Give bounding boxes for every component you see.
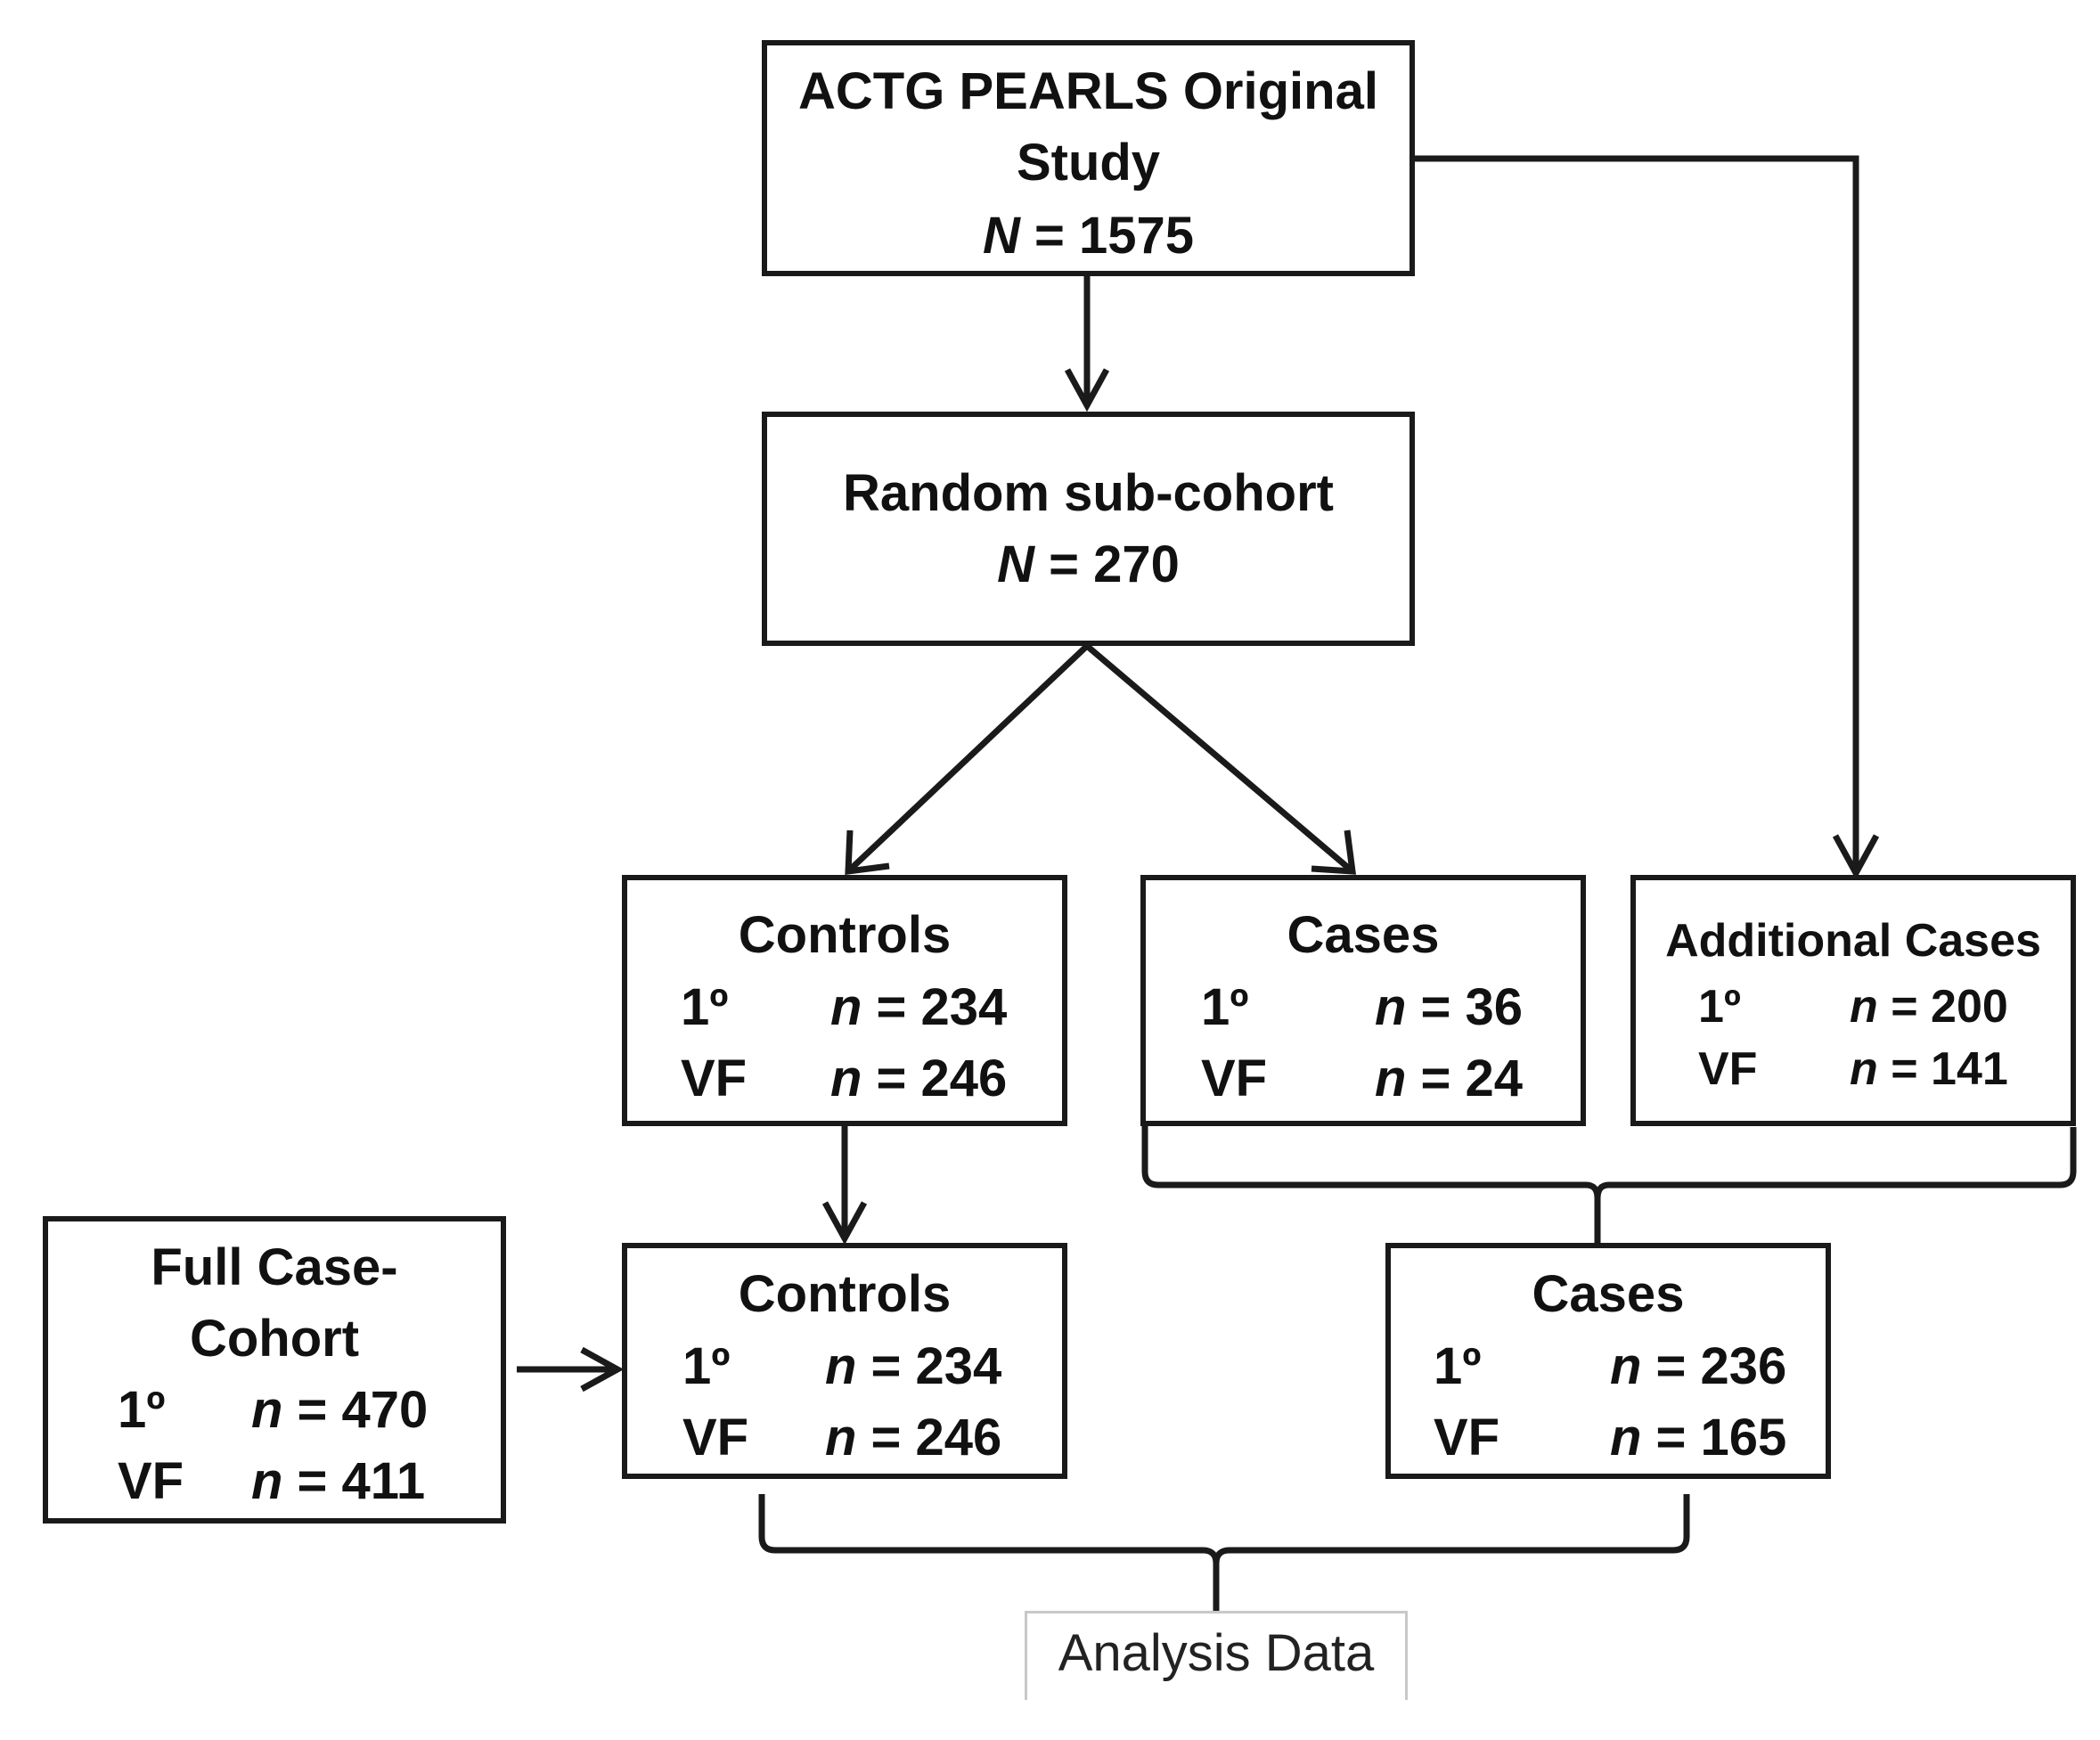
arrow-original-to-subcohort xyxy=(1064,276,1110,413)
row-value: n = 470 xyxy=(251,1375,428,1446)
random-subcohort-n: N = 270 xyxy=(767,529,1410,600)
full-case-cohort-title-line1: Full Case- xyxy=(151,1238,398,1296)
n-symbol: n xyxy=(825,1409,857,1466)
n-value: = 1575 xyxy=(1019,207,1195,265)
n-value: = 141 xyxy=(1877,1043,2008,1095)
n-value: = 234 xyxy=(856,1337,1002,1395)
n-value: = 234 xyxy=(862,978,1008,1036)
n-symbol: N xyxy=(997,535,1034,593)
random-subcohort-box: Random sub-cohort N = 270 xyxy=(762,412,1415,646)
row-label: 1º xyxy=(1201,978,1249,1036)
arrow-subcohort-to-controls xyxy=(845,643,1090,876)
n-value: = 470 xyxy=(282,1381,429,1439)
row-value: n = 165 xyxy=(1610,1402,1786,1474)
n-symbol: n xyxy=(1375,1050,1407,1107)
random-subcohort-title: Random sub-cohort xyxy=(843,464,1334,522)
original-study-n: N = 1575 xyxy=(767,200,1410,272)
row-value: n = 411 xyxy=(251,1446,425,1517)
row-value: n = 246 xyxy=(825,1402,1001,1474)
n-symbol: n xyxy=(1850,1043,1878,1095)
n-symbol: n xyxy=(251,1452,283,1510)
n-value: = 270 xyxy=(1034,535,1180,593)
row-label: 1º xyxy=(681,978,729,1036)
original-study-title-line2: Study xyxy=(1016,134,1161,192)
n-symbol: n xyxy=(830,978,862,1036)
brace-cases-merge xyxy=(1141,1124,2077,1243)
n-symbol: n xyxy=(825,1337,857,1395)
row-value: n = 236 xyxy=(1610,1331,1786,1402)
arrow-original-to-additional-cases xyxy=(1415,155,1880,880)
controls-top-box: Controls 1º n = 234 VF n = 246 xyxy=(622,875,1067,1126)
brace-analysis-merge xyxy=(758,1494,1690,1611)
row-label: VF xyxy=(1201,1050,1268,1107)
n-value: = 36 xyxy=(1406,978,1524,1036)
arrow-subcohort-to-cases xyxy=(1084,643,1357,875)
controls-bottom-box: Controls 1º n = 234 VF n = 246 xyxy=(622,1243,1067,1479)
controls-top-title: Controls xyxy=(738,906,952,964)
n-value: = 246 xyxy=(856,1409,1002,1466)
n-symbol: n xyxy=(1375,978,1407,1036)
n-symbol: n xyxy=(830,1050,862,1107)
full-case-cohort-title-line2: Cohort xyxy=(189,1310,360,1368)
additional-cases-box: Additional Cases 1º n = 200 VF n = 141 xyxy=(1630,875,2076,1126)
n-value: = 246 xyxy=(862,1050,1008,1107)
row-label: 1º xyxy=(118,1381,166,1439)
row-label: 1º xyxy=(1698,981,1741,1033)
row-value: n = 24 xyxy=(1375,1043,1523,1115)
n-value: = 165 xyxy=(1641,1409,1787,1466)
row-value: n = 246 xyxy=(830,1043,1007,1115)
row-value: n = 200 xyxy=(1850,971,2008,1042)
original-study-box: ACTG PEARLS Original Study N = 1575 xyxy=(762,40,1415,276)
additional-cases-title: Additional Cases xyxy=(1665,915,2041,967)
n-symbol: n xyxy=(1610,1337,1642,1395)
n-symbol: n xyxy=(251,1381,283,1439)
row-value: n = 141 xyxy=(1850,1033,2008,1105)
controls-bottom-title: Controls xyxy=(738,1265,952,1323)
row-label: VF xyxy=(118,1452,184,1510)
cases-bottom-title: Cases xyxy=(1532,1265,1685,1323)
n-value: = 200 xyxy=(1877,981,2008,1033)
arrow-controls-to-controls-bottom xyxy=(821,1126,868,1246)
cases-bottom-box: Cases 1º n = 236 VF n = 165 xyxy=(1385,1243,1831,1479)
row-label: VF xyxy=(682,1409,749,1466)
row-value: n = 234 xyxy=(830,972,1007,1043)
cases-top-box: Cases 1º n = 36 VF n = 24 xyxy=(1140,875,1586,1126)
row-label: VF xyxy=(1434,1409,1500,1466)
n-value: = 411 xyxy=(282,1452,426,1510)
row-label: 1º xyxy=(682,1337,731,1395)
row-value: n = 36 xyxy=(1375,972,1523,1043)
n-symbol: n xyxy=(1850,981,1878,1033)
row-label: 1º xyxy=(1434,1337,1482,1395)
n-symbol: N xyxy=(982,207,1020,265)
row-label: VF xyxy=(681,1050,748,1107)
original-study-title-line1: ACTG PEARLS Original xyxy=(798,62,1378,120)
arrow-fullcohort-to-controls-bottom xyxy=(517,1346,625,1393)
cases-top-title: Cases xyxy=(1287,906,1440,964)
n-symbol: n xyxy=(1610,1409,1642,1466)
analysis-data-label: Analysis Data xyxy=(1058,1624,1375,1682)
n-value: = 24 xyxy=(1406,1050,1524,1107)
row-value: n = 234 xyxy=(825,1331,1001,1402)
n-value: = 236 xyxy=(1641,1337,1787,1395)
analysis-data-box: Analysis Data xyxy=(1025,1611,1408,1700)
full-case-cohort-box: Full Case- Cohort 1º n = 470 VF n = 411 xyxy=(43,1216,506,1524)
row-label: VF xyxy=(1698,1043,1758,1095)
